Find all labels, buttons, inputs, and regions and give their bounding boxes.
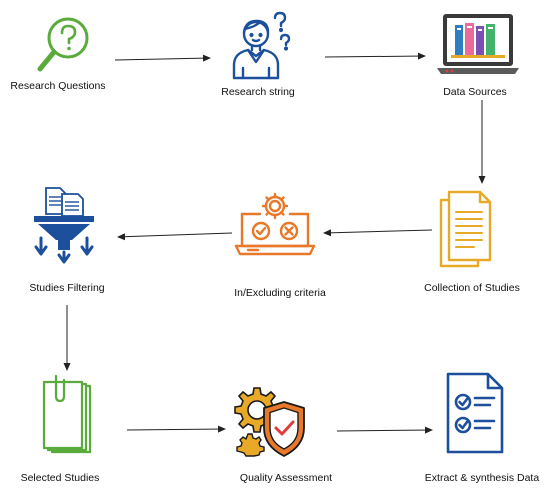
checklist-document-icon xyxy=(446,372,504,454)
arrow-collection-to-criteria xyxy=(323,229,433,237)
arrow-research-string-to-data-sources xyxy=(324,52,426,60)
arrow-quality-to-extract xyxy=(336,426,433,434)
magnifier-question-icon xyxy=(37,17,89,72)
node-label-extract-synthesis-data: Extract & synthesis Data xyxy=(424,472,540,484)
node-label-studies-filtering: Studies Filtering xyxy=(29,282,105,294)
node-label-research-questions: Research Questions xyxy=(10,80,106,92)
gears-shield-icon xyxy=(234,387,305,457)
node-label-in-excluding-criteria: In/Excluding criteria xyxy=(234,287,326,299)
node-label-collection-of-studies: Collection of Studies xyxy=(424,282,520,294)
thinking-person-icon xyxy=(232,11,291,80)
node-label-selected-studies: Selected Studies xyxy=(20,472,100,484)
funnel-filter-icon xyxy=(34,187,94,264)
laptop-gear-check-icon xyxy=(234,192,316,256)
node-label-data-sources: Data Sources xyxy=(443,86,507,98)
arrow-criteria-to-filtering xyxy=(117,232,233,241)
node-label-research-string: Research string xyxy=(221,86,295,98)
arrow-research-questions-to-research-string xyxy=(114,54,211,62)
clipped-papers-icon xyxy=(42,374,92,454)
laptop-books-icon xyxy=(437,14,519,74)
documents-stack-icon xyxy=(439,190,492,268)
arrow-selected-to-quality xyxy=(126,425,226,433)
node-label-quality-assessment: Quality Assessment xyxy=(239,472,333,484)
